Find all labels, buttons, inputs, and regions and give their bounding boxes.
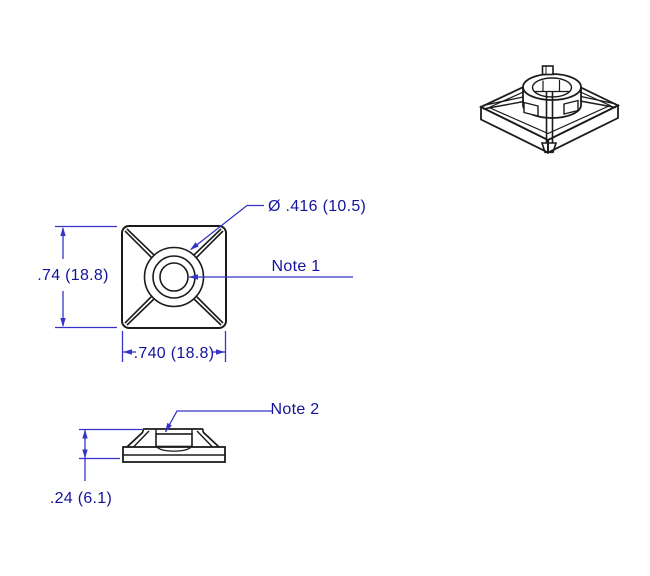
- thickness-dim-label: .24 (6.1): [50, 490, 112, 507]
- top-view-hole-circle: [159, 262, 189, 292]
- dimensions: Ø .416 (10.5) Note 1 .74 (18.8) .740 (18…: [37, 198, 366, 507]
- note2-leader-arrow: [165, 422, 172, 433]
- isometric-view: [478, 65, 621, 154]
- note2-label: Note 2: [271, 401, 320, 418]
- height-dim-arrow-down: [60, 318, 66, 327]
- top-view-slot-bl-a: [124, 295, 153, 324]
- top-view-slot-br-b: [193, 298, 222, 326]
- iso-strap-foot-hatched: [540, 142, 558, 154]
- iso-collar-window-left: [523, 101, 539, 117]
- diameter-callout-label: Ø .416 (10.5): [268, 198, 366, 215]
- iso-left-rib-inner: [482, 100, 525, 110]
- top-view-slot-tr-b: [193, 228, 222, 256]
- iso-left-rib-outer: [482, 96, 524, 107]
- width-dim-arrow-left: [123, 349, 132, 355]
- thickness-dim-arrow-up: [82, 429, 88, 439]
- iso-right-rib-outer: [580, 95, 617, 105]
- top-view-slot-tl-b: [126, 228, 155, 256]
- side-view-slant-left-inner: [133, 430, 150, 447]
- diameter-leader-line: [190, 204, 264, 251]
- iso-rear-tab: [541, 65, 554, 76]
- top-view: [121, 225, 227, 329]
- side-view-hole-arc: [156, 446, 192, 452]
- top-view-slot-tl-a: [124, 230, 153, 259]
- height-dim-label: .74 (18.8): [37, 267, 108, 284]
- height-dim-arrow-up: [60, 227, 66, 236]
- side-view-slant-right-outer: [202, 431, 220, 448]
- width-dim-arrow-right: [216, 349, 225, 355]
- iso-collar-window-right: [563, 99, 579, 115]
- top-view-slot-tr-a: [195, 230, 224, 259]
- diameter-leader-arrow: [190, 242, 199, 250]
- top-view-slot-bl-b: [126, 298, 155, 326]
- note1-label: Note 1: [272, 258, 321, 275]
- width-dim-label: .740 (18.8): [134, 345, 215, 362]
- iso-right-rib-inner: [579, 100, 617, 109]
- side-profile-view: [122, 428, 226, 463]
- side-view-slant-left-outer: [126, 431, 144, 448]
- side-view-strap-cavity: [155, 433, 193, 448]
- top-view-slot-br-a: [195, 295, 224, 324]
- side-view-slant-right-inner: [196, 430, 213, 447]
- iso-base-right-side-hatched: [547, 104, 619, 154]
- note1-leader-arrow: [188, 274, 198, 280]
- thickness-dim-arrow-down: [82, 449, 88, 459]
